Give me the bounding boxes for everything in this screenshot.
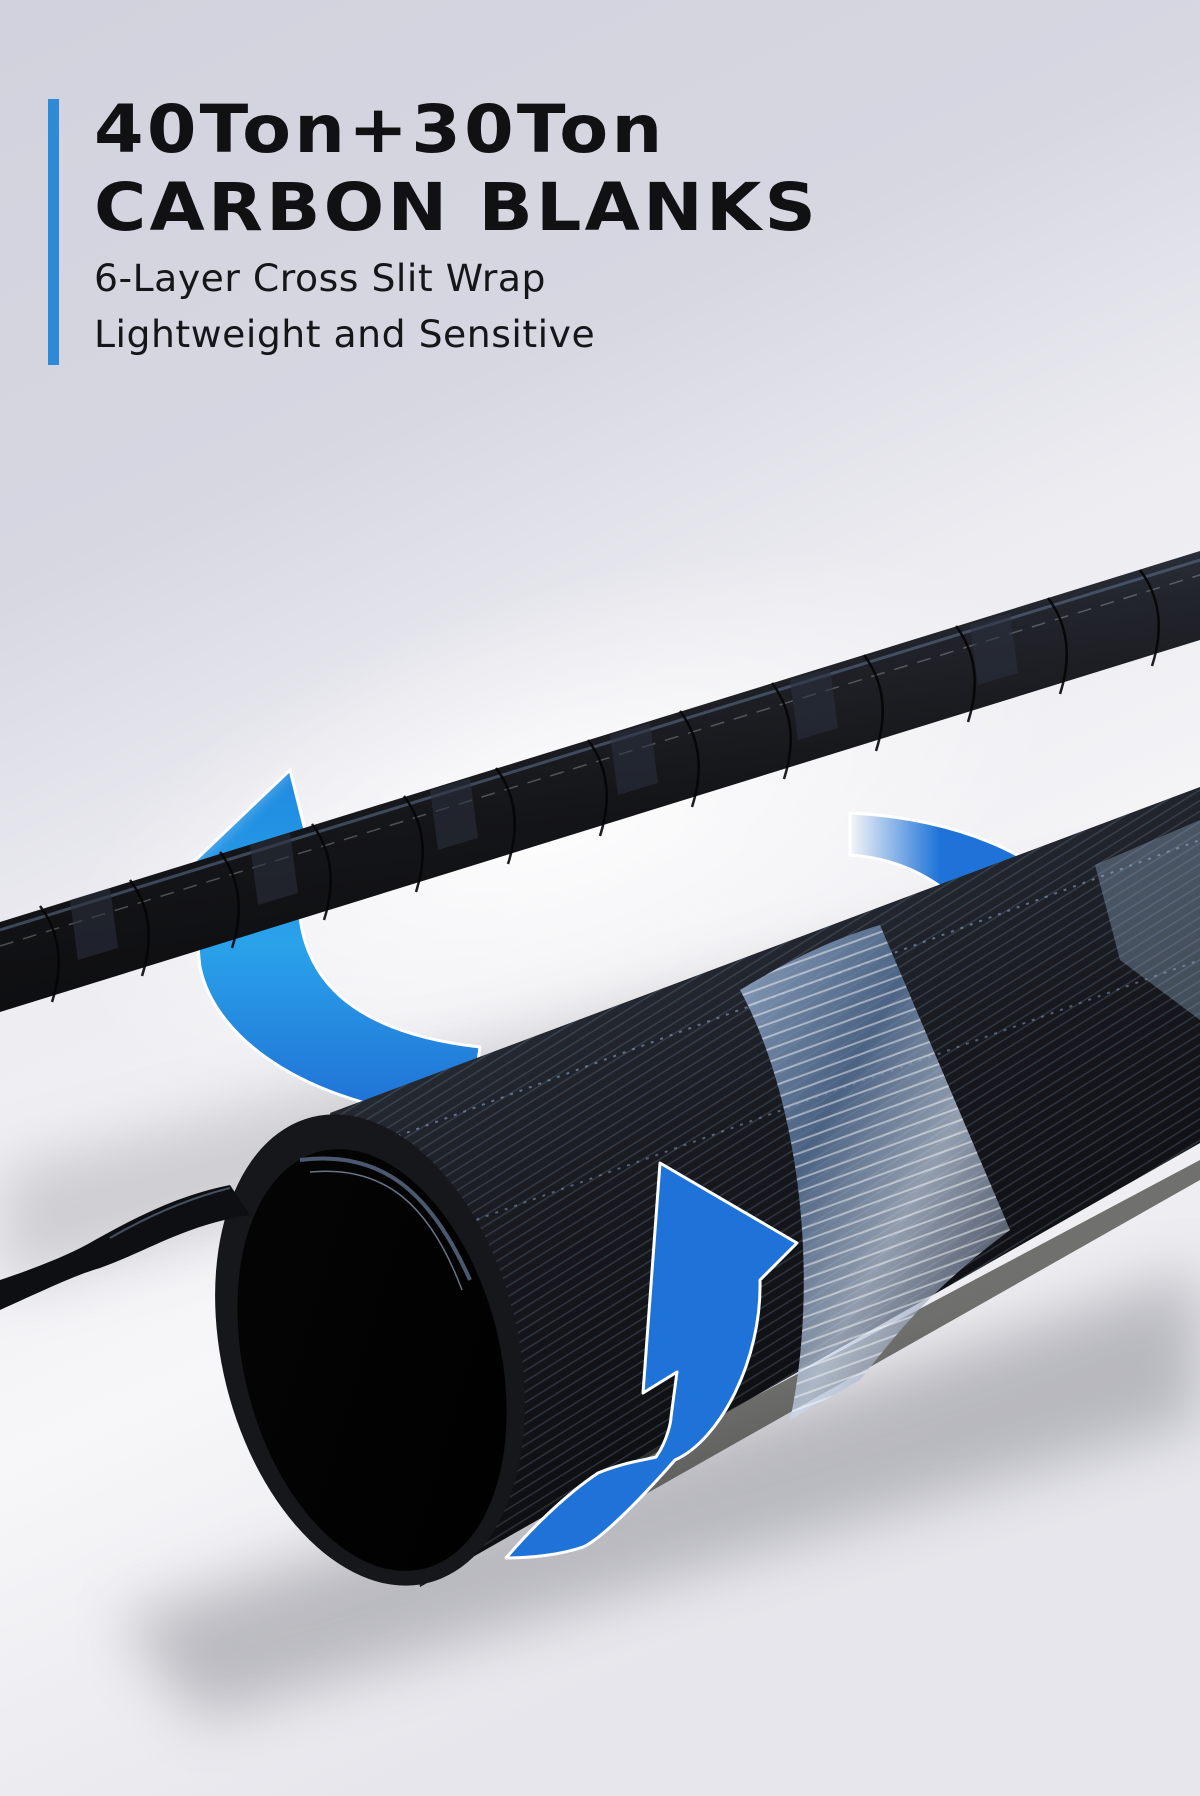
large-blank-tube (215, 787, 1200, 1587)
tube-shadow (120, 1270, 1200, 1720)
headline-subtitle-line-1: 6-Layer Cross Slit Wrap (94, 257, 546, 300)
headline-title-line-2: CARBON BLANKS (94, 169, 820, 246)
carbon-sheet-ribbon (0, 1185, 250, 1310)
thin-rod-spiral-wrap (0, 551, 1200, 1012)
curved-arrow-up-icon (504, 1161, 799, 1560)
headline-block: 40Ton+30Ton CARBON BLANKS 6-Layer Cross … (48, 91, 816, 365)
headline-subtitle-line-2: Lightweight and Sensitive (94, 313, 596, 356)
headline-title-line-1: 40Ton+30Ton (94, 91, 666, 168)
